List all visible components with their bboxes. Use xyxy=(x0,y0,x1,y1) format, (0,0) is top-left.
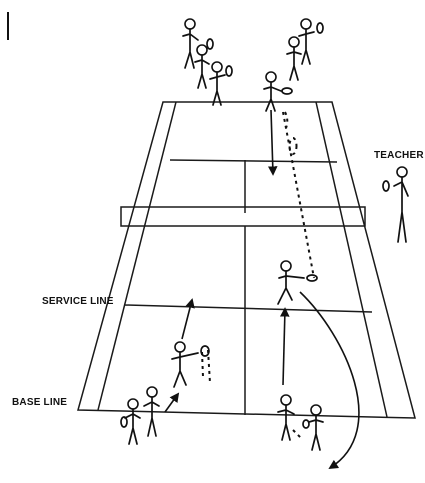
ball-path-dashed xyxy=(283,112,314,278)
baseline-player xyxy=(278,395,294,440)
tennis-court xyxy=(78,102,415,418)
near-player-move-arrow xyxy=(283,309,285,385)
teacher-figure xyxy=(383,167,408,242)
waiting-player xyxy=(210,62,232,105)
left-player-up-arrow xyxy=(182,300,192,339)
baseline-player xyxy=(121,399,140,444)
player-figures xyxy=(121,19,408,450)
service-line-player xyxy=(172,342,209,387)
far-service-line xyxy=(170,160,337,162)
near-service-line xyxy=(125,305,372,312)
service-line-label: SERVICE LINE xyxy=(42,296,114,307)
waiting-player xyxy=(299,19,323,64)
base-line-label: BASE LINE xyxy=(12,397,67,408)
left-sideline-inner xyxy=(98,102,176,410)
ball-marker xyxy=(290,138,297,154)
waiting-player xyxy=(183,19,198,68)
baseline-feed-arrow xyxy=(165,394,178,412)
baseline-ball-dash xyxy=(293,430,301,438)
net xyxy=(121,207,365,226)
teacher-label: TEACHER xyxy=(374,150,424,161)
far-player-move-arrow xyxy=(271,110,273,174)
far-court-player xyxy=(264,72,292,111)
waiting-player xyxy=(195,39,213,88)
waiting-player xyxy=(287,37,301,80)
baseline-player xyxy=(303,405,323,450)
court-outline xyxy=(78,102,415,418)
near-court-player xyxy=(278,261,317,304)
curved-rotation-arrow xyxy=(300,292,359,468)
